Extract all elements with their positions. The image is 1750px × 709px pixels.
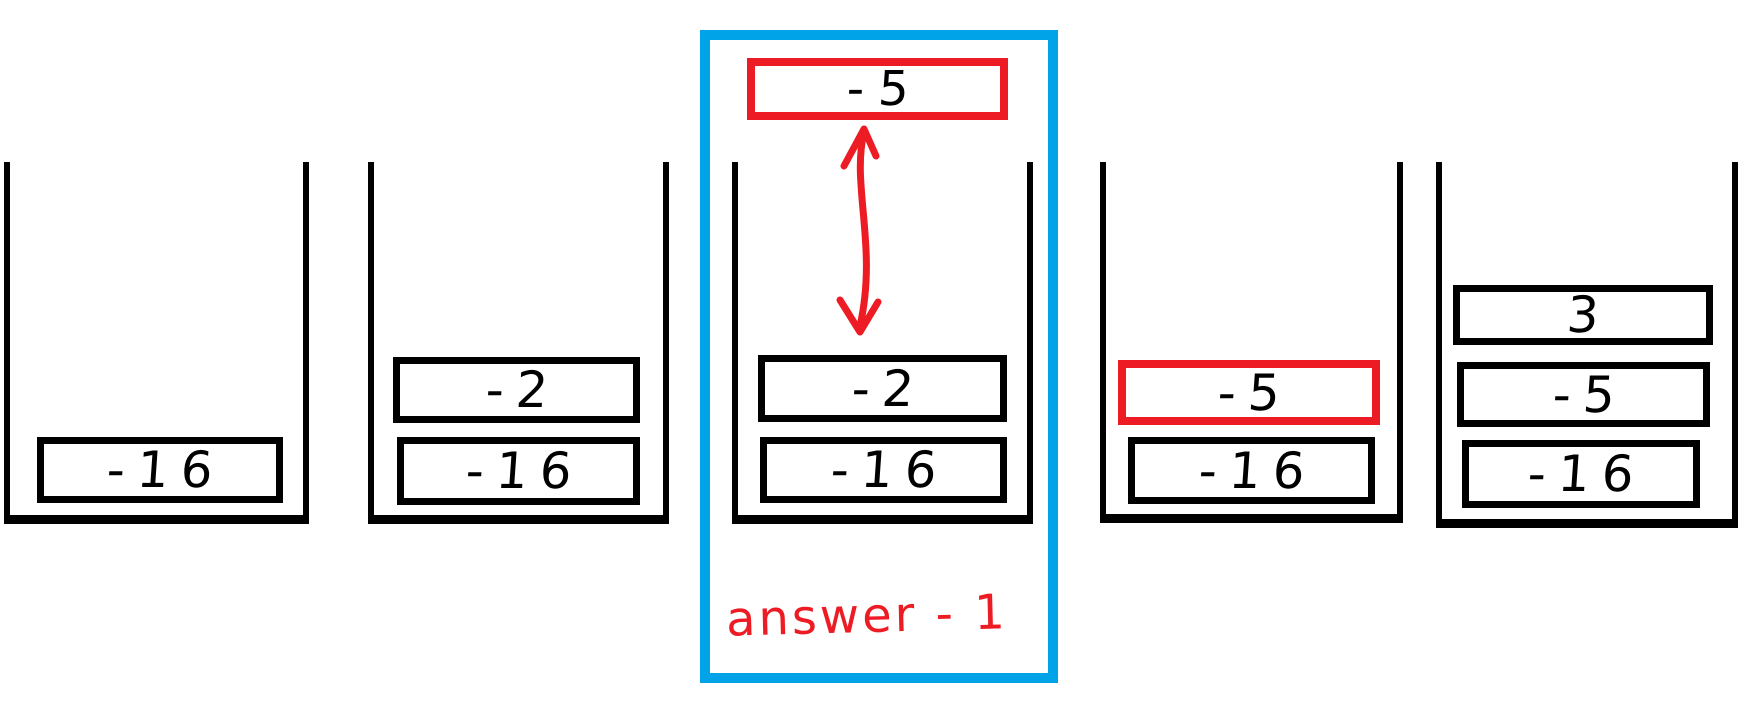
stack-wall-bottom — [1100, 514, 1403, 523]
stack-item-value: -2 — [483, 361, 562, 419]
stack-wall-left — [4, 162, 10, 524]
stack-wall-right — [1027, 162, 1033, 524]
stack-item-value: -16 — [828, 441, 951, 499]
stack-wall-right — [303, 162, 309, 524]
stack-item-value: -16 — [1526, 445, 1648, 503]
stack-wall-left — [1436, 162, 1442, 528]
stack-5: 3 -5 -16 — [1436, 162, 1738, 528]
stack-item-box: -16 — [1128, 437, 1375, 504]
stack-wall-bottom — [732, 515, 1033, 524]
stack-2: -2 -16 — [368, 162, 669, 524]
stack-3-highlighted: -2 -16 — [732, 162, 1033, 524]
stack-item-box: -16 — [37, 437, 283, 503]
stack-wall-left — [368, 162, 374, 524]
stack-wall-right — [1397, 162, 1403, 523]
stack-wall-bottom — [1436, 519, 1738, 528]
double-arrow-icon — [836, 125, 882, 336]
stack-wall-right — [663, 162, 669, 524]
stack-item-value: 3 — [1565, 286, 1613, 344]
stack-item-value: -16 — [1196, 441, 1319, 500]
stack-1: -16 — [4, 162, 309, 524]
stack-item-box: -16 — [1462, 440, 1700, 508]
stack-item-value: -5 — [1550, 365, 1629, 424]
stack-4: -5 -16 — [1100, 162, 1403, 523]
stack-item-box-red: -5 — [1118, 360, 1380, 425]
stack-wall-bottom — [4, 515, 309, 524]
stack-item-box: -16 — [397, 437, 640, 505]
highlight-frame — [700, 30, 1058, 683]
stack-item-value: -2 — [849, 359, 928, 418]
stack-wall-right — [1732, 162, 1738, 528]
floating-item-value: -5 — [844, 61, 925, 117]
stack-item-box: -2 — [393, 357, 640, 423]
stack-wall-bottom — [368, 515, 669, 524]
floating-item-box: -5 — [747, 58, 1008, 120]
stack-wall-left — [1100, 162, 1106, 523]
stack-wall-left — [732, 162, 738, 524]
stack-item-box: -16 — [760, 437, 1007, 503]
stack-item-value: -16 — [463, 442, 586, 500]
stack-item-box: -5 — [1457, 362, 1710, 427]
stack-item-box: -2 — [758, 355, 1007, 422]
stack-item-value: -16 — [105, 441, 227, 499]
stack-item-box: 3 — [1453, 285, 1713, 345]
stack-item-value: -5 — [1216, 363, 1294, 422]
answer-label: answer - 1 — [725, 584, 1009, 648]
